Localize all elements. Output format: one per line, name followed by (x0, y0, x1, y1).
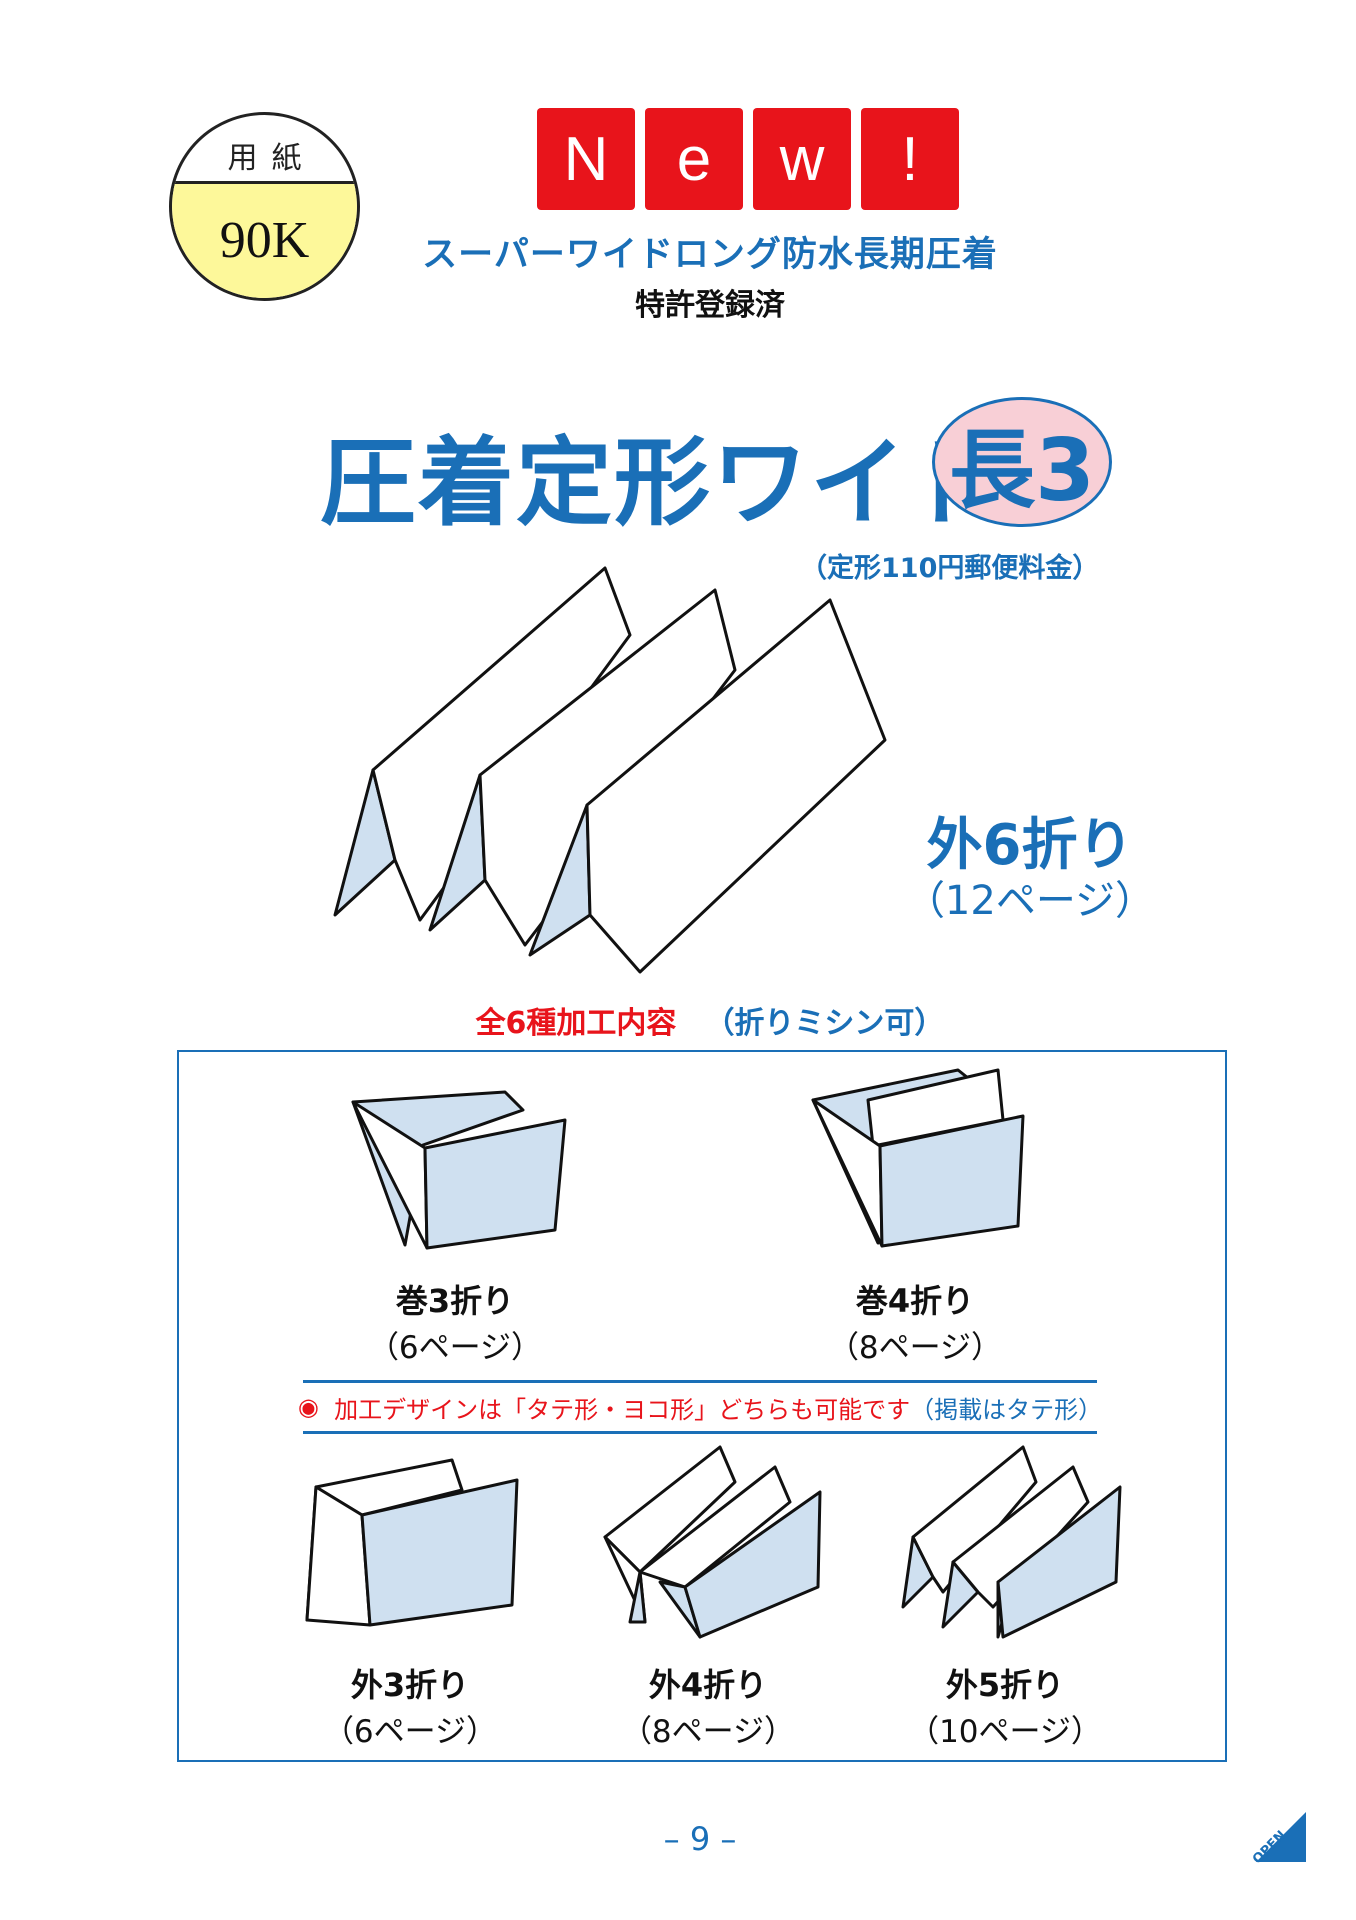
fold-pages-outer-3: （6ページ） (322, 1714, 498, 1750)
outer-3-fold-illustration (305, 1458, 519, 1627)
fold-pages-outer-4: （8ページ） (620, 1714, 796, 1750)
main-fold-name: 外6折り (926, 813, 1134, 878)
note-tag: （掲載はタテ形） (910, 1395, 1103, 1424)
outer-6-fold-illustration (333, 566, 887, 974)
note-bullet: ◉ (297, 1393, 319, 1421)
new-letter-n: N (537, 108, 635, 210)
fold-name-outer-5: 外5折り (945, 1666, 1065, 1704)
product-subtitle: スーパーワイドロング防水長期圧着 (422, 235, 998, 275)
fold-name-outer-4: 外4折り (648, 1666, 768, 1704)
fold-options-box (177, 1050, 1227, 1762)
fold-name-roll-4: 巻4折り (855, 1282, 975, 1320)
outer-5-fold-illustration (901, 1445, 1122, 1639)
paper-weight-band (172, 181, 357, 298)
roll-3-fold-illustration (351, 1090, 567, 1250)
page-title: 圧着定形ワイド (320, 427, 1006, 539)
new-letter-exclaim: ! (861, 108, 959, 210)
fold-types-heading: 全6種加工内容 （折りミシン可） (300, 998, 1120, 1042)
note-text: 加工デザインは「タテ形・ヨコ形」どちらも可能です (334, 1395, 911, 1424)
roll-4-fold-illustration (811, 1068, 1025, 1248)
paper-weight: 90K (219, 212, 310, 269)
fold-types-note: （折りミシン可） (704, 1006, 945, 1041)
envelope-size-badge: 長3 (932, 397, 1112, 527)
fold-name-outer-3: 外3折り (350, 1666, 470, 1704)
main-fold-pages: （12ページ） (904, 878, 1156, 924)
new-badge: N e w ! (537, 108, 959, 210)
outer-4-fold-illustration (603, 1445, 822, 1639)
fold-name-roll-3: 巻3折り (395, 1282, 515, 1320)
design-orientation-note: ◉ 加工デザインは「タテ形・ヨコ形」どちらも可能です（掲載はタテ形） (298, 1380, 1102, 1434)
fold-panel (585, 598, 887, 974)
fold-pages-outer-5: （10ページ） (908, 1714, 1102, 1750)
open-corner-icon: OPEN (1250, 1812, 1306, 1864)
new-letter-w: w (753, 108, 851, 210)
fold-types-title: 全6種加工内容 (475, 1006, 677, 1041)
fold-pages-roll-3: （6ページ） (367, 1330, 543, 1366)
patent-note: 特許登録済 (635, 288, 785, 323)
postage-note: （定形110円郵便料金） (800, 553, 1100, 584)
page-number: – 9 – (663, 1820, 737, 1858)
paper-weight-badge: 用紙 90K (169, 112, 360, 301)
new-letter-e: e (645, 108, 743, 210)
paper-label: 用紙 (227, 141, 316, 176)
fold-pages-roll-4: （8ページ） (827, 1330, 1003, 1366)
